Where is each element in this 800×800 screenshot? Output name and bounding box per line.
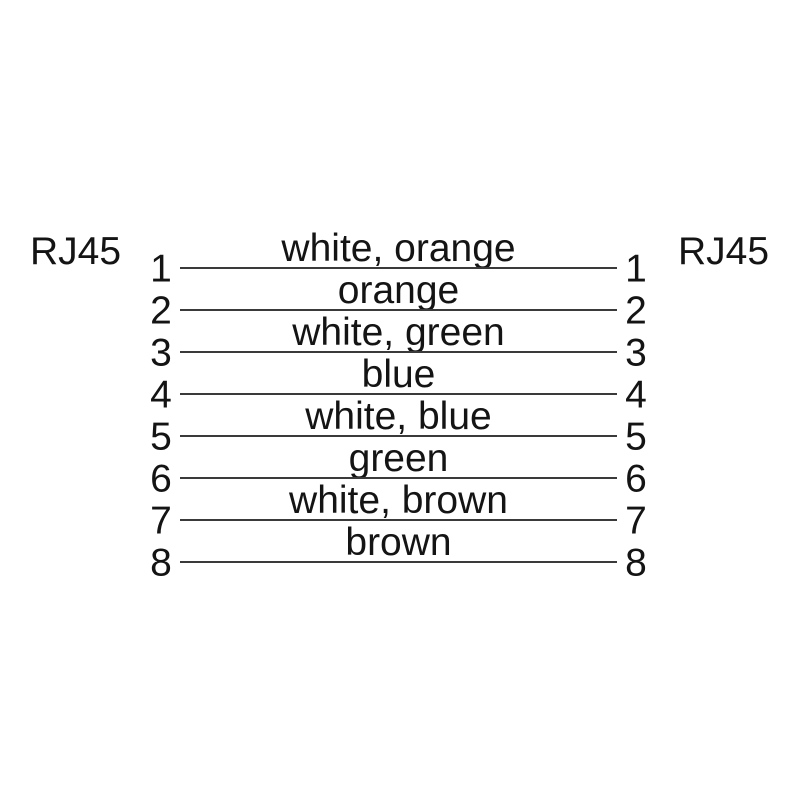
wire-color-label: white, orange — [281, 227, 516, 270]
right-connector-label: RJ45 — [678, 230, 770, 273]
wire-line — [180, 351, 617, 353]
right-pin-number: 2 — [625, 289, 647, 333]
left-pin-number: 4 — [150, 373, 172, 417]
wire-row: 7 white, brown 7 — [0, 479, 800, 541]
right-pin-number: 5 — [625, 415, 647, 459]
wire-line — [180, 393, 617, 395]
wire-line — [180, 477, 617, 479]
wire-line — [180, 561, 617, 563]
right-pin-number: 8 — [625, 541, 647, 585]
wire-row: 4 blue 4 — [0, 353, 800, 415]
wire-color-label: orange — [337, 269, 460, 312]
wire-row: 5 white, blue 5 — [0, 395, 800, 457]
left-pin-number: 1 — [150, 247, 172, 291]
wire-color-label: white, blue — [305, 395, 492, 438]
wire-color-label: blue — [361, 353, 436, 396]
right-pin-number: 1 — [625, 247, 647, 291]
wire-row: 1 white, orange 1 — [0, 227, 800, 289]
wire-rows: 1 white, orange 1 2 orange 2 3 white, gr… — [0, 227, 800, 583]
left-pin-number: 2 — [150, 289, 172, 333]
wire-line — [180, 309, 617, 311]
wire-line — [180, 519, 617, 521]
wire-row: 6 green 6 — [0, 437, 800, 499]
right-pin-number: 3 — [625, 331, 647, 375]
left-pin-number: 5 — [150, 415, 172, 459]
left-pin-number: 7 — [150, 499, 172, 543]
left-pin-number: 8 — [150, 541, 172, 585]
wire-row: 8 brown 8 — [0, 521, 800, 583]
wire-color-label: green — [348, 437, 449, 480]
right-pin-number: 4 — [625, 373, 647, 417]
wire-color-label: white, green — [292, 311, 505, 354]
wire-color-label: brown — [345, 521, 452, 564]
wire-line — [180, 267, 617, 269]
wire-color-label: white, brown — [289, 479, 508, 522]
left-pin-number: 3 — [150, 331, 172, 375]
right-pin-number: 6 — [625, 457, 647, 501]
left-pin-number: 6 — [150, 457, 172, 501]
wire-line — [180, 435, 617, 437]
wire-row: 2 orange 2 — [0, 269, 800, 331]
wire-row: 3 white, green 3 — [0, 311, 800, 373]
right-pin-number: 7 — [625, 499, 647, 543]
left-connector-label: RJ45 — [30, 230, 122, 273]
